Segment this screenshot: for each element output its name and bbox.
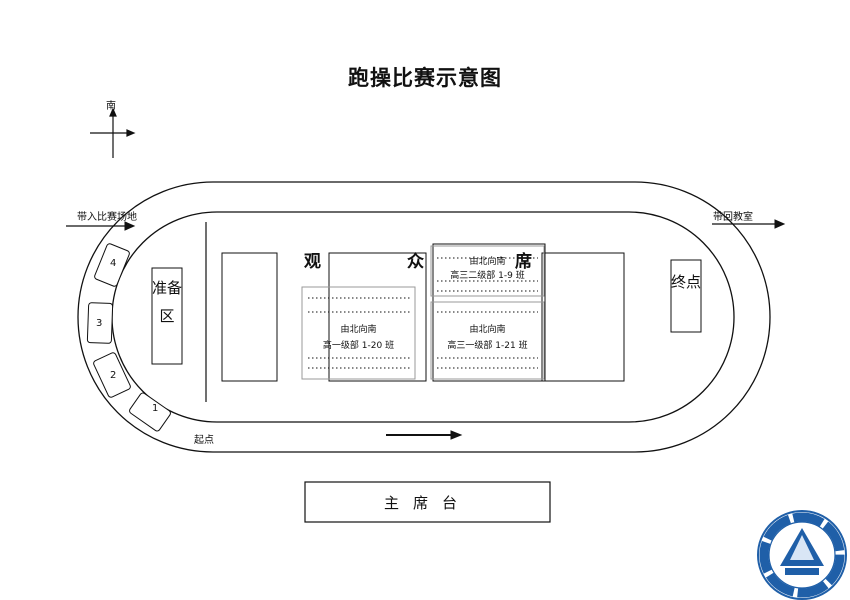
spectator-char-2: 众 [407,252,424,272]
prep-area-box [151,267,183,365]
prep-slot-label-2: 2 [110,370,117,381]
finish-label: 终点 [671,273,702,291]
diagram-title: 跑操比赛示意图 [348,65,502,90]
group-3-classes: 高三一级部 1-21 班 [447,341,528,351]
track-outer [77,181,771,453]
tribune-box [304,481,551,523]
track-inner [111,211,735,423]
tribune-label: 主席台 [383,494,471,512]
direction-arrow-icon [386,430,463,440]
prep-slots [86,243,171,432]
prep-area-label: 准备区 [152,279,183,325]
seat-block-3 [432,243,546,382]
prep-slot-label-3: 3 [96,318,103,329]
group-zone-3 [430,301,545,380]
exit-label: 带回教室 [713,212,753,223]
compass-icon [90,107,136,158]
prep-slot-4 [94,243,130,287]
prep-slot-3 [86,302,114,344]
spectator-char-3: 席 [515,252,532,272]
finish-box [670,259,702,333]
start-label: 起点 [194,435,214,446]
entry-label: 带入比赛场地 [77,212,137,223]
seat-block-2 [328,252,427,382]
group-3-direction: 由北向南 [469,325,506,335]
school-logo [757,510,847,600]
group-zone-2 [430,245,545,297]
prep-slot-1 [129,392,171,432]
group-2-classes: 高三二级部 1-9 班 [450,271,525,281]
prep-slot-label-4: 4 [110,258,117,269]
group-1-direction: 由北向南 [340,325,377,335]
seat-block-4 [541,252,625,382]
entry-arrow-icon [66,221,136,231]
prep-slot-label-1: 1 [152,403,159,414]
spectator-char-1: 观 [304,252,321,272]
group-1-classes: 高一级部 1-20 班 [322,341,395,351]
group-2-direction: 由北向南 [469,257,506,267]
exit-arrow-icon [712,219,786,229]
seat-block-1 [221,252,278,382]
group-zone-1 [301,286,416,380]
compass-label: 南 [106,101,116,112]
prep-slot-2 [93,352,131,398]
